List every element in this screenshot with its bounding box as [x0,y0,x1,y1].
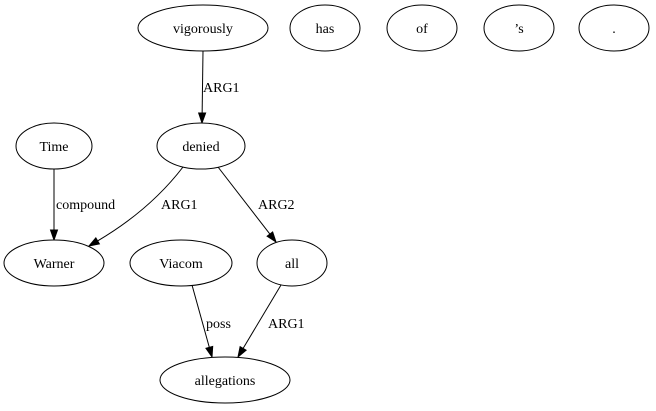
arrowhead [197,112,207,125]
node-of: of [386,4,458,52]
node-label: . [612,22,616,37]
edge-label: ARG1 [268,317,305,332]
node-s: ’s [483,4,555,52]
edge-label: compound [56,198,115,213]
edge-time-warner: compound [49,169,115,242]
node-time: Time [15,122,93,170]
edge-label: ARG1 [161,198,198,213]
node-label: Viacom [159,257,203,272]
node-vigorously: vigorously [137,4,269,52]
node-label: Time [39,140,68,155]
node-ellipse [159,356,291,404]
edge-line [191,284,210,348]
node-warner: Warner [3,239,105,287]
edge-all-allegations: ARG1 [237,284,305,359]
node-allegations: allegations [159,356,291,404]
arrowhead [237,345,247,359]
node-viacom: Viacom [129,239,233,287]
arrowhead [205,345,214,359]
node-ellipse [386,4,458,52]
edge-line [201,50,204,114]
node-denied: denied [156,122,246,170]
node-label: denied [182,140,219,155]
arrowhead [87,237,101,247]
node-ellipse [578,4,650,52]
arrowhead [266,231,277,244]
edge-viacom-allegations: poss [191,284,231,359]
edge-label: ARG2 [258,198,295,213]
arrowhead [49,229,59,242]
node-ellipse [15,122,93,170]
node-label: all [285,257,299,272]
edge-label: poss [206,317,231,332]
node-all: all [256,239,328,287]
node-label: ’s [514,22,523,37]
edge-vigorously-denied: ARG1 [197,50,240,125]
node-label: has [316,22,335,37]
node-label: Warner [34,257,75,272]
node-period: . [578,4,650,52]
node-label: vigorously [173,22,233,37]
node-ellipse [256,239,328,287]
node-ellipse [156,122,246,170]
node-ellipse [129,239,233,287]
edge-line [97,166,184,242]
node-ellipse [137,4,269,52]
node-ellipse [483,4,555,52]
node-label: allegations [195,374,256,389]
edge-line [242,284,282,349]
node-has: has [289,4,361,52]
node-ellipse [289,4,361,52]
edge-label: ARG1 [203,81,240,96]
node-ellipse [3,239,105,287]
edge-denied-warner: ARG1 [87,166,198,247]
edge-denied-all: ARG2 [217,166,295,244]
edge-line [217,166,271,235]
node-label: of [416,22,428,37]
